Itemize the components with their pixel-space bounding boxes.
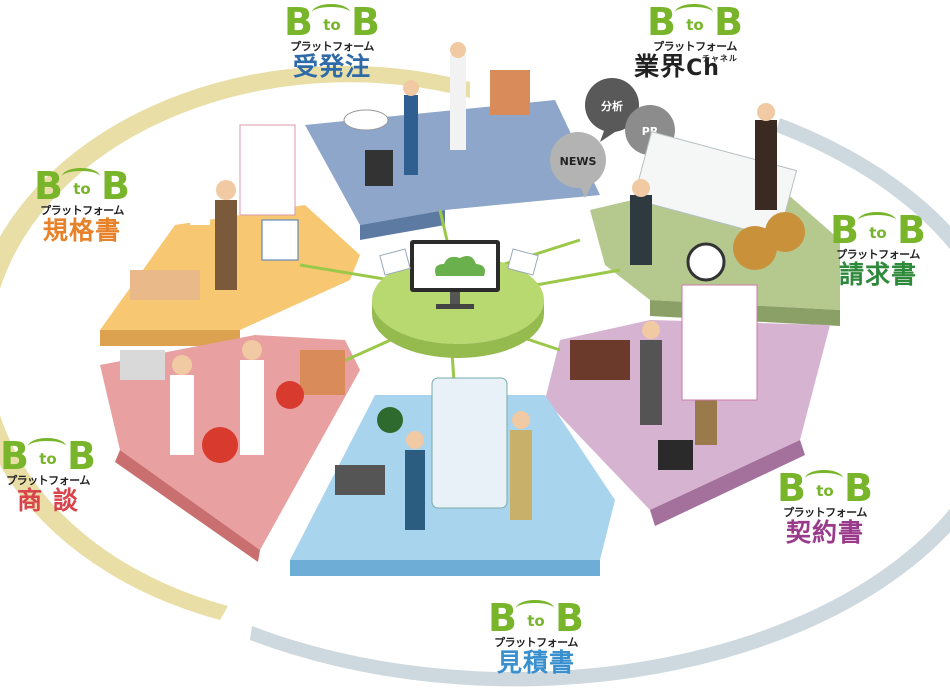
title-mitsumorisho: 見積書	[496, 648, 575, 677]
document-icon	[507, 248, 539, 276]
btob-logo: B to B プラットフォーム	[777, 466, 873, 519]
cloud-monitor-icon	[410, 240, 500, 309]
title-gyokai: 業界Chチャネル	[634, 52, 738, 81]
title-keiyakusho: 契約書	[785, 518, 864, 547]
label-mitsumorisho: B to B プラットフォーム 見積書	[466, 598, 606, 678]
title-shodan: 商 談	[17, 486, 79, 515]
segment-juhatchu	[305, 100, 600, 225]
title-seikyusho: 請求書	[838, 260, 917, 289]
title-kikakusho: 規格書	[42, 216, 121, 245]
btob-logo: B to B プラットフォーム	[0, 434, 96, 487]
label-shodan: B to B プラットフォーム 商 談	[0, 436, 118, 516]
btob-logo: B to B プラットフォーム	[830, 208, 926, 261]
label-gyokai: B to B プラットフォーム 業界Chチャネル	[625, 2, 765, 88]
btob-logo: B to B プラットフォーム	[34, 164, 130, 217]
label-juhatchu: B to B プラットフォーム 受発注	[262, 2, 402, 82]
btob-logo: B to B プラットフォーム	[284, 0, 380, 53]
contract-paper-illustration	[632, 131, 798, 239]
label-seikyusho: B to B プラットフォーム 請求書	[808, 210, 948, 290]
title-juhatchu: 受発注	[292, 52, 371, 81]
ring-label-all-industries: 全業界向け	[255, 591, 323, 616]
ring-all-industries	[250, 118, 950, 687]
btob-logo: B to B プラットフォーム	[647, 0, 743, 53]
bubble-news: NEWS	[560, 155, 597, 168]
ring-label-food-industry: 食品業界向け	[118, 510, 191, 568]
document-icon	[379, 248, 411, 276]
btob-logo: B to B プラットフォーム	[488, 596, 584, 649]
illustration-people	[120, 42, 805, 530]
label-keiyakusho: B to B プラットフォーム 契約書	[755, 468, 895, 548]
bubble-analysis: 分析	[601, 99, 623, 113]
label-kikakusho: B to B プラットフォーム 規格書	[12, 166, 152, 246]
